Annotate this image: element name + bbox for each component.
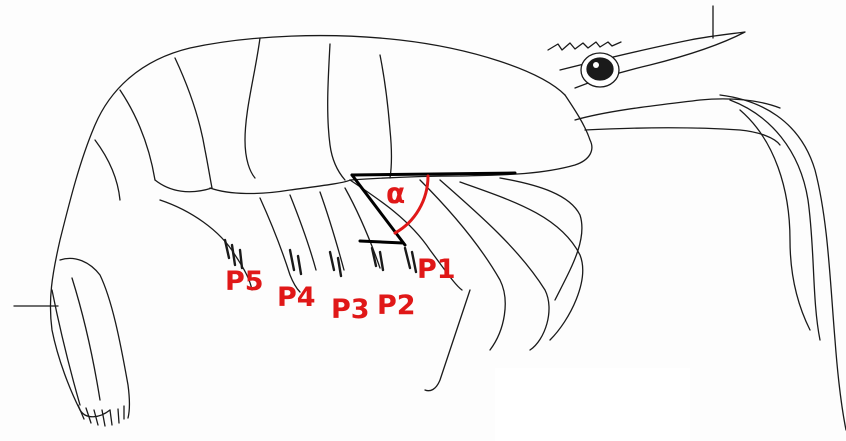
pereiopod [440, 180, 549, 350]
abdomen-ventral [210, 180, 350, 194]
antennule [585, 128, 780, 145]
segment-line [95, 140, 120, 200]
label-p3: P3 [331, 294, 370, 325]
segment-line [328, 44, 345, 180]
shrimp-body [50, 32, 846, 430]
antenna-flagellum [720, 95, 846, 430]
carapace-ventral [350, 95, 592, 180]
uropod-inner [72, 278, 100, 400]
abdomen-ventral [155, 180, 212, 192]
uropod [60, 258, 130, 418]
segment-line [245, 38, 260, 178]
segment-line [120, 90, 155, 180]
legs [160, 178, 583, 391]
angle-lines [352, 173, 515, 245]
label-p2: P2 [377, 290, 416, 321]
label-p4: P4 [277, 282, 316, 313]
pereiopod-dactyl [425, 290, 470, 391]
annotation-labels: α P1 P2 P3 P4 P5 [225, 177, 456, 325]
label-p1: P1 [417, 254, 456, 285]
segment-line [380, 55, 392, 178]
pereiopod [460, 182, 583, 340]
label-p5: P5 [225, 266, 264, 297]
pleopod-4 [290, 195, 316, 270]
antenna-flagellum [740, 110, 810, 330]
segment-line [175, 58, 212, 188]
dorsal-outline [50, 36, 565, 417]
leg-base-line [360, 241, 403, 243]
background-patch [495, 368, 690, 441]
pleopod-5 [260, 198, 300, 292]
rostrum-teeth [548, 42, 621, 50]
eye-pupil [587, 58, 613, 80]
antenna-flagellum [730, 100, 820, 340]
angle-alpha-label: α [386, 177, 405, 210]
horizontal-reference-line [352, 173, 515, 175]
eye-highlight [593, 62, 599, 68]
